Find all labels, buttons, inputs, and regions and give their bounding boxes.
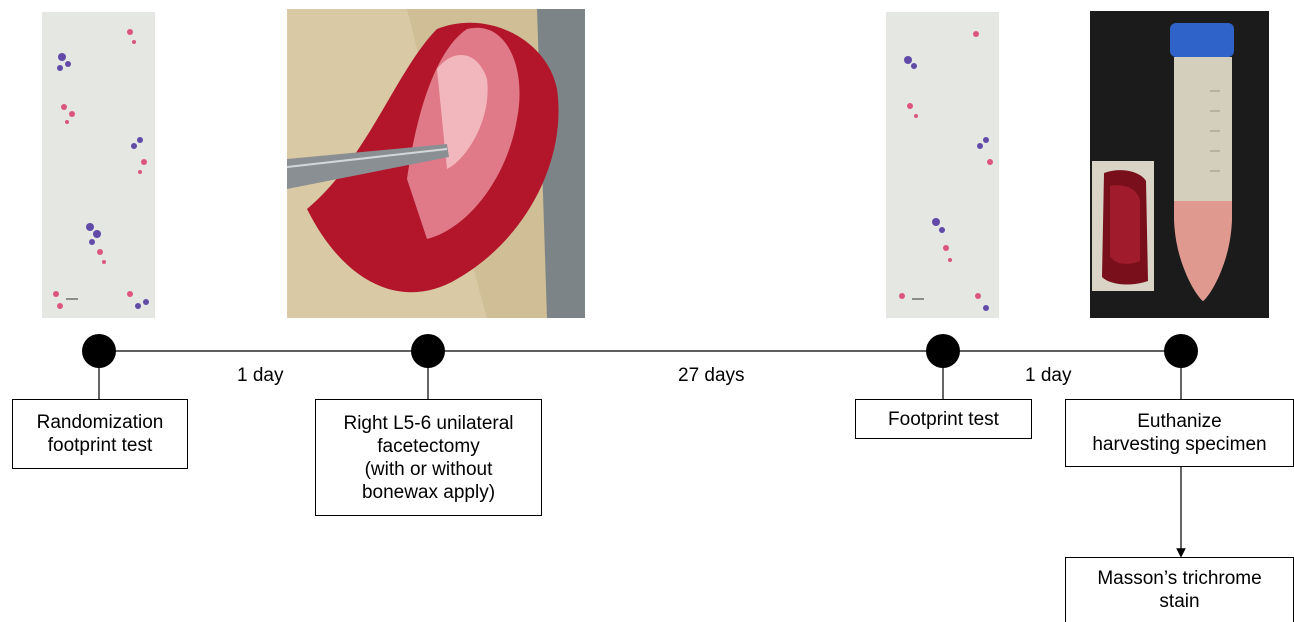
- event-box-surgery: Right L5-6 unilateral facetectomy (with …: [315, 399, 542, 516]
- event-box-followup: Footprint test: [855, 399, 1032, 439]
- node-followup: [926, 334, 960, 368]
- interval-label-3: 1 day: [1025, 365, 1071, 387]
- node-baseline: [82, 334, 116, 368]
- stain-box: Masson’s trichrome stain: [1065, 557, 1294, 622]
- interval-label-2: 27 days: [678, 365, 745, 387]
- event-box-baseline: Randomization footprint test: [12, 399, 188, 469]
- event-box-harvest: Euthanize harvesting specimen: [1065, 399, 1294, 467]
- node-surgery: [411, 334, 445, 368]
- interval-label-1: 1 day: [237, 365, 283, 387]
- node-harvest: [1164, 334, 1198, 368]
